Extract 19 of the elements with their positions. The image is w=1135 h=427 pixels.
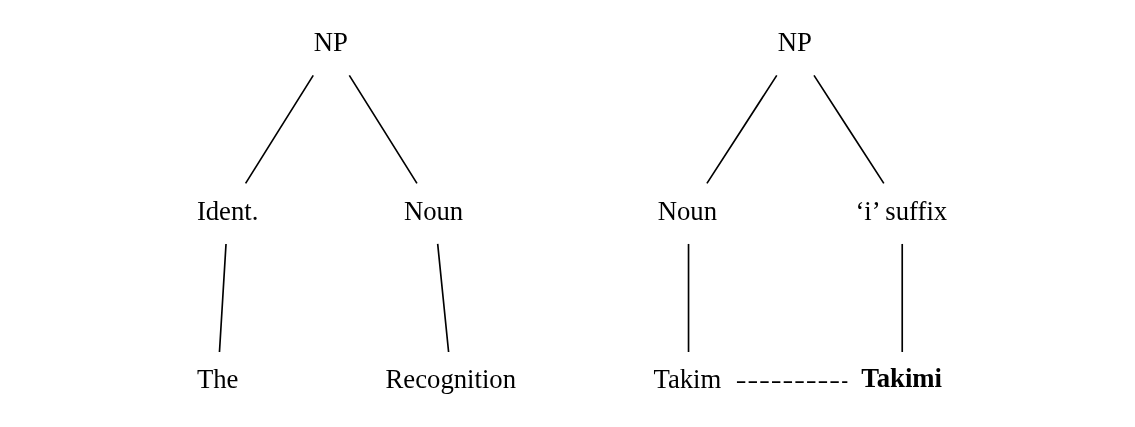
connector: [218, 243, 227, 353]
connector: [901, 243, 904, 353]
node-text: Recognition: [385, 364, 517, 395]
node-text: ‘i’ suffix: [855, 195, 948, 226]
node-text: Takim: [653, 364, 722, 395]
connector: [348, 74, 418, 185]
node-text: NP: [777, 27, 812, 58]
node-text: Noun: [403, 195, 464, 226]
node-text: Ident.: [196, 195, 259, 226]
connector: [736, 381, 849, 383]
connector: [706, 74, 778, 185]
node-text: Takimi: [861, 362, 942, 393]
connector: [687, 243, 690, 353]
connector: [813, 74, 885, 185]
node-text: Noun: [657, 195, 717, 226]
node-text: The: [196, 364, 239, 395]
connector: [436, 243, 450, 353]
connector: [244, 74, 315, 185]
node-text: NP: [313, 27, 348, 58]
